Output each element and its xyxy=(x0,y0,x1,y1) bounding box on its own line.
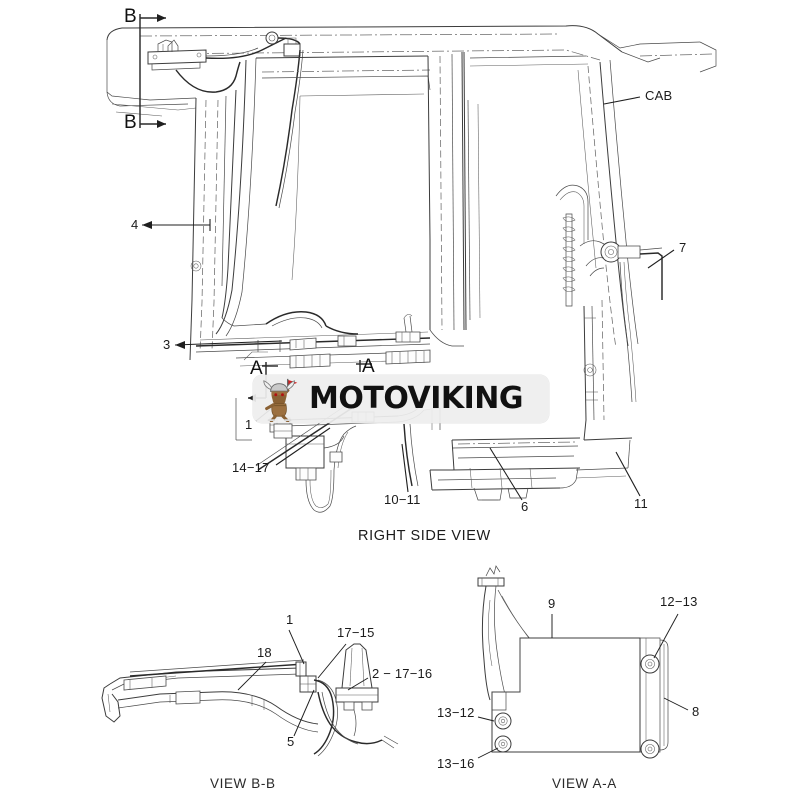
dash-console xyxy=(235,349,431,369)
view-aa-drawing xyxy=(477,565,689,759)
view-bb-drawing xyxy=(101,629,399,757)
section-marker-b-bottom: B xyxy=(124,112,137,133)
callout-bb-1: 1 xyxy=(286,612,294,627)
section-marker-a-left: A xyxy=(250,358,263,379)
cab-lower-right-panel xyxy=(583,299,605,441)
callout-aa-8: 8 xyxy=(692,704,700,719)
door-latch-assembly xyxy=(555,184,663,403)
callout-aa-12-13: 12−13 xyxy=(660,594,698,609)
cab-roof xyxy=(106,25,717,117)
callout-1: 1 xyxy=(245,417,253,432)
main-right-side-view xyxy=(106,14,717,513)
view-bb-leaders xyxy=(237,629,369,737)
view-aa-title: VIEW A-A xyxy=(552,776,617,791)
section-marker-a-right: A xyxy=(362,356,375,377)
watermark-text: MOTOVIKING xyxy=(309,381,524,416)
callout-11: 11 xyxy=(634,496,648,511)
callout-cab: CAB xyxy=(645,88,673,103)
callout-bb-18: 18 xyxy=(257,645,272,660)
cab-rear-door xyxy=(463,51,639,349)
callout-4: 4 xyxy=(131,217,139,232)
callout-bb-2-17-16: 2 − 17−16 xyxy=(372,666,433,681)
section-marker-b-top: B xyxy=(124,6,137,27)
callout-aa-13-12: 13−12 xyxy=(437,705,475,720)
section-line-bb xyxy=(139,14,166,128)
tank-mount-holes xyxy=(494,654,660,759)
cab-floor-assembly xyxy=(429,437,633,501)
callout-aa-9: 9 xyxy=(548,596,556,611)
roof-wiper-motor xyxy=(147,31,304,209)
mid-cross-beam xyxy=(195,311,431,353)
windshield-left xyxy=(189,89,237,361)
callout-7: 7 xyxy=(679,240,687,255)
callout-14-17: 14−17 xyxy=(232,460,270,475)
callout-bb-17-15: 17−15 xyxy=(337,625,375,640)
main-view-leaders xyxy=(142,96,675,501)
view-bb-title: VIEW B-B xyxy=(210,776,276,791)
watermark-motoviking: MOTOVIKING xyxy=(253,375,549,423)
callout-bb-5: 5 xyxy=(287,734,295,749)
front-glass xyxy=(215,51,465,347)
main-view-title: RIGHT SIDE VIEW xyxy=(358,528,491,544)
callout-3: 3 xyxy=(163,337,171,352)
callout-10-11: 10−11 xyxy=(384,492,421,507)
viking-mascot-icon xyxy=(263,378,298,422)
callout-6: 6 xyxy=(521,499,529,514)
callout-aa-13-16: 13−16 xyxy=(437,756,475,771)
view-aa-leaders xyxy=(477,613,689,759)
